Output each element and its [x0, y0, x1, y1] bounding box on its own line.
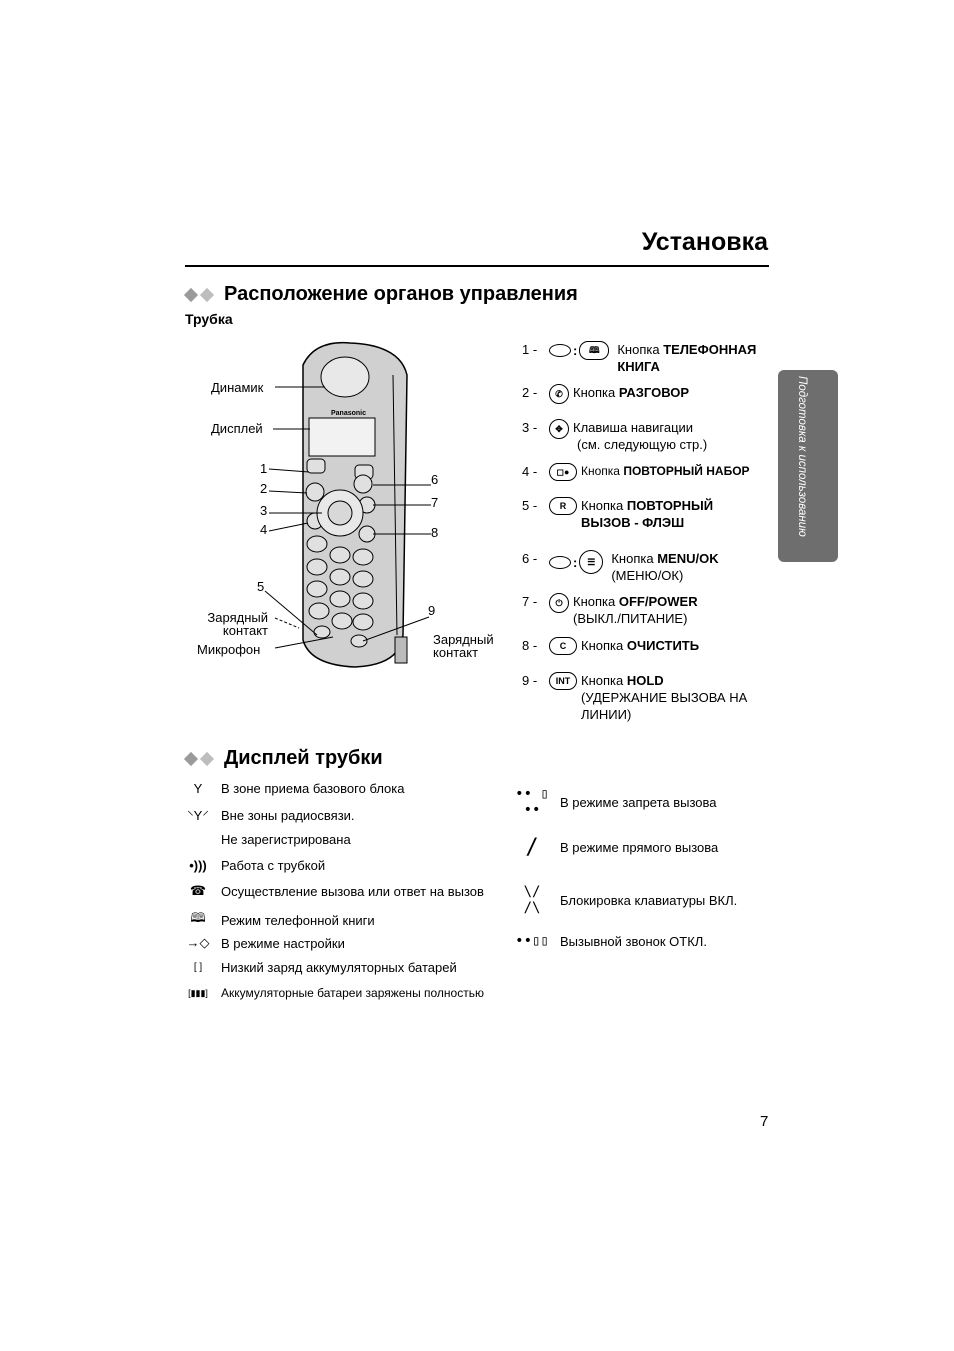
control-item-1: 1 - : 🕮 Кнопка ТЕЛЕФОННАЯ КНИГА: [522, 341, 757, 374]
callout-6: 6: [431, 472, 439, 487]
key-lock-icon: \/ /\: [523, 884, 541, 916]
phonebook-icon: 🕮: [190, 910, 206, 925]
page-number: 7: [760, 1113, 769, 1130]
intercom-key-icon: INT: [549, 672, 577, 690]
diamond-bullet-icon: [183, 287, 218, 302]
display-item: 🕮 Режим телефонной книги: [183, 909, 374, 931]
talk-icon: ✆: [549, 384, 569, 404]
control-item-8: 8 - C Кнопка ОЧИСТИТЬ: [522, 637, 700, 655]
control-item-6: 6 - : ☰ Кнопка MENU/OK(МЕНЮ/ОК): [522, 550, 719, 583]
display-item: •))) Работа с трубкой: [183, 858, 325, 873]
callout-4: 4: [260, 522, 268, 537]
callout-3: 3: [260, 503, 268, 518]
subsection-title: Трубка: [185, 311, 233, 327]
battery-low-icon: [ ]: [193, 962, 203, 973]
callout-7: 7: [431, 495, 439, 510]
control-item-5: 5 - R Кнопка ПОВТОРНЫЙ ВЫЗОВ - ФЛЭШ: [522, 497, 714, 530]
navigator-icon: ✥: [549, 419, 569, 439]
antenna-icon: Y: [193, 781, 203, 796]
section-side-tab: Подготовка к использованию: [778, 370, 838, 562]
antenna-flashing-icon: ⸌Y⸍: [187, 808, 209, 823]
phonebook-icon: : 🕮: [549, 341, 613, 360]
display-item: ••▯▯ Вызывной звонок ОТКЛ.: [512, 933, 707, 949]
section-title: Дисплей трубки: [224, 747, 383, 769]
control-item-9: 9 - INT Кнопка HOLD(УДЕРЖАНИЕ ВЫЗОВА НА …: [522, 672, 748, 722]
side-tab-label: Подготовка к использованию: [796, 376, 808, 537]
label-display: Дисплей: [211, 421, 263, 436]
brand-logo: Panasonic: [331, 410, 366, 417]
control-item-4: 4 - ◻● Кнопка ПОВТОРНЫЙ НАБОР: [522, 463, 750, 481]
callout-2: 2: [260, 481, 268, 496]
battery-full-icon: [▮▮▮]: [188, 987, 208, 998]
direct-call-icon: /: [525, 835, 539, 860]
display-item: Y В зоне приема базового блока: [183, 781, 405, 796]
diamond-bullet-icon: [183, 751, 218, 766]
handset-icon: ☎: [189, 883, 207, 898]
section-title: Расположение органов управления: [224, 283, 578, 305]
display-item: ⸌Y⸍ Вне зоны радиосвязи.: [183, 806, 354, 824]
ringer-off-icon: ••▯▯: [515, 933, 549, 949]
callout-9: 9: [428, 603, 436, 618]
display-item: Не зарегистрирована: [221, 832, 351, 847]
redial-icon: ◻●: [549, 463, 577, 481]
intercom-icon: •))): [189, 858, 207, 873]
display-item: →◇ В режиме настройки: [183, 935, 345, 951]
control-item-2: 2 - ✆ Кнопка РАЗГОВОР: [522, 384, 689, 404]
display-item: [▮▮▮] Аккумуляторные батареи заряжены по…: [183, 986, 484, 1000]
control-item-3: 3 - ✥ Клавиша навигации(см. следующую ст…: [522, 419, 708, 452]
section-heading-controls: Расположение органов управления: [183, 283, 578, 306]
title-divider: [185, 265, 769, 267]
page-title: Установка: [641, 228, 768, 256]
label-speaker: Динамик: [211, 380, 264, 395]
callout-5: 5: [257, 579, 265, 594]
recall-flash-icon: R: [549, 497, 577, 515]
callout-1: 1: [260, 461, 268, 476]
label-charge-contact-left: Зарядный контакт: [207, 610, 268, 638]
label-charge-contact-right: Зарядный контакт: [433, 632, 494, 660]
label-microphone: Микрофон: [197, 642, 261, 657]
clear-icon: C: [549, 637, 577, 655]
handset-illustration: Panasonic: [264, 341, 431, 668]
setting-mode-icon: →◇: [186, 935, 210, 950]
display-item: •• ▯ •• В режиме запрета вызова: [512, 786, 716, 818]
menu-icon: : ☰: [549, 550, 607, 574]
callout-8: 8: [431, 525, 439, 540]
call-barring-icon: •• ▯ ••: [515, 786, 549, 818]
off-power-icon: ⏻: [549, 593, 569, 613]
control-item-7: 7 - ⏻ Кнопка OFF/POWER(ВЫКЛ./ПИТАНИЕ): [522, 593, 698, 626]
display-item: \/ /\ Блокировка клавиатуры ВКЛ.: [512, 884, 738, 916]
section-heading-display: Дисплей трубки: [183, 747, 383, 770]
display-item: [ ] Низкий заряд аккумуляторных батарей: [183, 960, 457, 975]
display-item: / В режиме прямого вызова: [512, 835, 718, 860]
display-item: ☎ Осуществление вызова или ответ на вызо…: [183, 883, 484, 899]
